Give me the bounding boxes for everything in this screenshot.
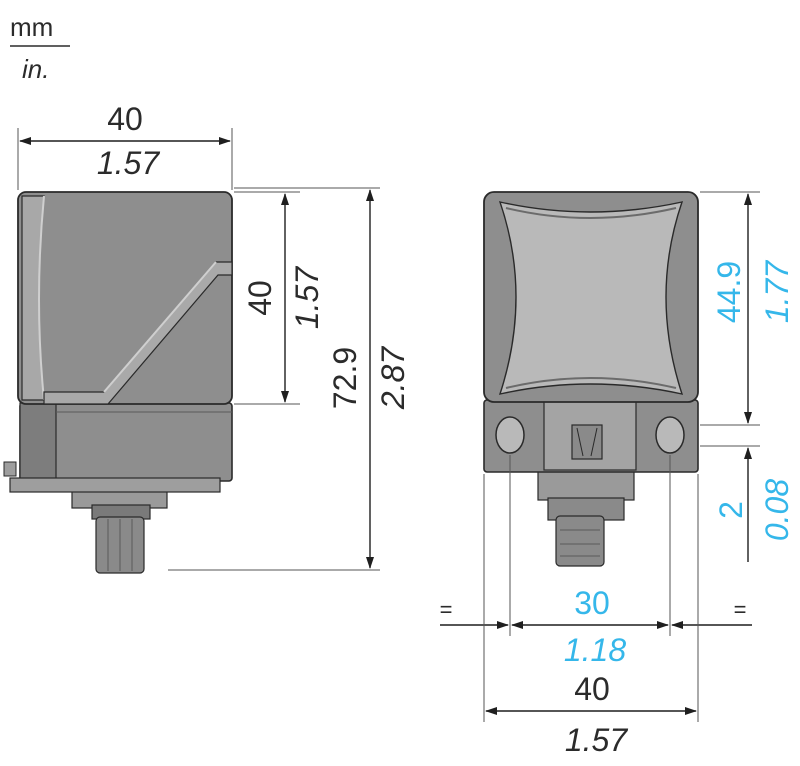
- front-hole-spacing-in: 1.18: [564, 632, 626, 668]
- side-view: 40 1.57 40 1.57 72.9 2.87: [3, 101, 411, 574]
- side-head-height-in: 1.57: [289, 266, 325, 329]
- side-total-height-in: 2.87: [375, 346, 411, 410]
- symmetry-mark-right: =: [734, 597, 747, 622]
- mounting-hole-left: [495, 416, 525, 454]
- front-connector: [537, 469, 635, 567]
- sensing-face: [498, 201, 684, 395]
- unit-in: in.: [22, 54, 49, 84]
- mounting-hole-right: [655, 416, 685, 454]
- unit-mm: mm: [10, 12, 53, 42]
- side-width-mm: 40: [107, 101, 143, 137]
- front-gap-mm: 2: [713, 501, 749, 519]
- side-connector: [71, 479, 168, 574]
- front-width-mm: 40: [574, 671, 610, 707]
- side-total-height-mm: 72.9: [327, 347, 363, 409]
- front-gap-in: 0.08: [759, 479, 795, 541]
- front-hole-spacing-mm: 30: [574, 585, 610, 621]
- symmetry-mark-left: =: [440, 597, 453, 622]
- front-sensing-height-mm: 44.9: [711, 261, 747, 323]
- side-head-height-mm: 40: [242, 280, 278, 316]
- side-head: [17, 191, 233, 405]
- side-width-in: 1.57: [97, 145, 160, 181]
- units-legend: mm in.: [10, 12, 70, 84]
- front-sensing-height-in: 1.77: [759, 260, 795, 323]
- front-view: 44.9 1.77 2 0.08 = = 30 1.18 40 1.57: [440, 191, 795, 758]
- front-width-in: 1.57: [565, 722, 628, 758]
